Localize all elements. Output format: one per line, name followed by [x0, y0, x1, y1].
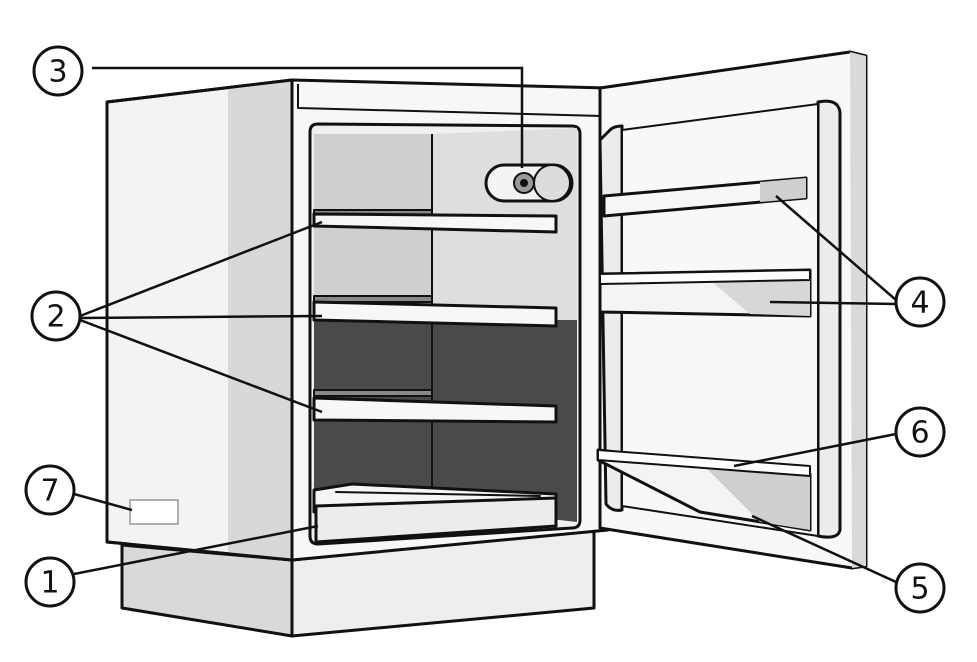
callout-1-label: 1 — [40, 566, 59, 601]
crisper-drawer — [314, 496, 558, 544]
callout-5-label: 5 — [910, 572, 929, 607]
callout-6-label: 6 — [910, 416, 929, 451]
door-shelf-upper — [602, 176, 808, 218]
callout-4: 4 — [894, 276, 946, 328]
callout-3: 3 — [32, 45, 84, 97]
cabinet-side — [105, 78, 294, 562]
callout-5: 5 — [894, 562, 946, 614]
leader-lines — [73, 66, 897, 584]
shelf-middle — [312, 295, 558, 328]
door-shelf-middle — [598, 268, 812, 318]
callout-3-label: 3 — [48, 55, 67, 90]
callout-6: 6 — [894, 406, 946, 458]
callout-2-label: 2 — [46, 300, 65, 335]
callout-4-label: 4 — [910, 286, 929, 321]
callout-7-label: 7 — [40, 474, 59, 509]
shelf-top — [312, 209, 558, 234]
rating-plate — [129, 499, 179, 525]
callout-2: 2 — [30, 290, 82, 342]
callout-1: 1 — [24, 556, 76, 608]
callout-7: 7 — [24, 464, 76, 516]
shelf-lower — [312, 389, 558, 424]
thermostat — [484, 163, 574, 203]
door-shelf-bottom — [596, 448, 812, 532]
